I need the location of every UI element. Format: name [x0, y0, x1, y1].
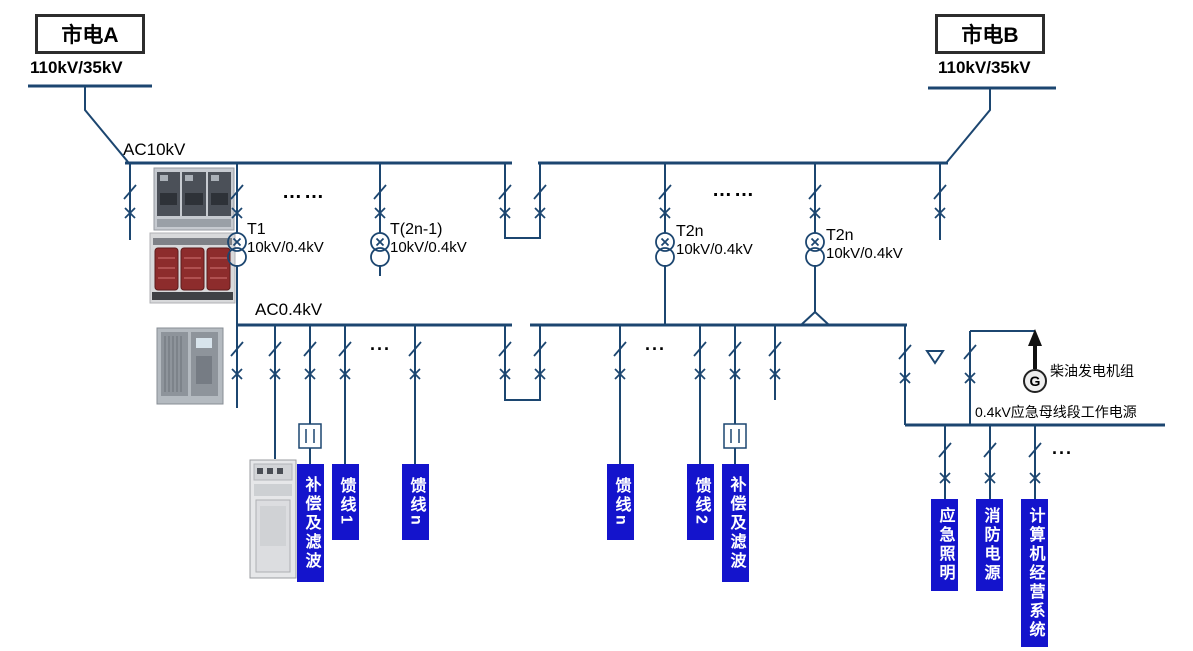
source-b-box: 市电B	[935, 14, 1045, 54]
lv-switchgear-image	[156, 327, 224, 405]
lv-ellipsis-left: ...	[370, 334, 392, 354]
emergency-label-computer-system: 计算机经营系统	[1021, 499, 1048, 647]
source-a-box: 市电A	[35, 14, 145, 54]
transformer-t1-name: T1	[247, 221, 266, 238]
hv-bus-label: AC10kV	[123, 140, 186, 159]
lv-bus-label: AC0.4kV	[255, 300, 323, 319]
transformer-t2n-b-name: T2n	[826, 227, 854, 244]
transformer-t2n-a-name: T2n	[676, 223, 704, 240]
emergency-bus-note: 0.4kV应急母线段工作电源	[975, 404, 1137, 420]
lv-ellipsis-right: ...	[645, 334, 667, 354]
distribution-cabinet-image	[249, 459, 297, 579]
transformer-t2n-1-name: T(2n-1)	[390, 221, 443, 238]
feeder-label-compensation-right: 补偿及滤波	[722, 464, 749, 582]
feeder-label-feeder2: 馈线2	[687, 464, 714, 540]
hv-switchgear-image	[153, 167, 235, 231]
feeder-label-feedern-left: 馈线n	[402, 464, 429, 540]
generator-circle-icon	[1023, 369, 1047, 393]
hv-ellipsis-left: ……	[282, 181, 326, 203]
transformer-t2n-1-ratio: 10kV/0.4kV	[390, 239, 467, 256]
emergency-ellipsis: ...	[1052, 438, 1074, 458]
filter-capacitor-symbol-right	[723, 423, 747, 449]
source-b-voltage: 110kV/35kV	[938, 58, 1031, 77]
generator-label: 柴油发电机组	[1050, 363, 1134, 379]
dry-transformer-image	[149, 232, 236, 304]
feeder-label-compensation-left: 补偿及滤波	[297, 464, 324, 582]
transformer-t2n-b-ratio: 10kV/0.4kV	[826, 245, 903, 262]
transformer-t2n-b-icon	[805, 232, 825, 267]
generator-symbol	[1023, 329, 1047, 393]
open-point-triangle-icon	[925, 350, 945, 365]
feeder-label-feedern-right: 馈线n	[607, 464, 634, 540]
feeder-label-feeder1: 馈线1	[332, 464, 359, 540]
filter-capacitor-symbol-left	[298, 423, 322, 449]
up-arrow-icon	[1028, 329, 1042, 346]
bus-bars	[28, 84, 1165, 427]
generator-letter: G	[1029, 373, 1041, 389]
transformer-t2n-a-icon	[655, 232, 675, 267]
transformer-t2n-1-icon	[370, 232, 390, 267]
transformer-t1-ratio: 10kV/0.4kV	[247, 239, 324, 256]
source-a-voltage: 110kV/35kV	[30, 58, 123, 77]
transformer-t2n-a-ratio: 10kV/0.4kV	[676, 241, 753, 258]
emergency-label-fire-power: 消防电源	[976, 499, 1003, 591]
emergency-label-lighting: 应急照明	[931, 499, 958, 591]
hv-ellipsis-right: ……	[712, 179, 756, 201]
